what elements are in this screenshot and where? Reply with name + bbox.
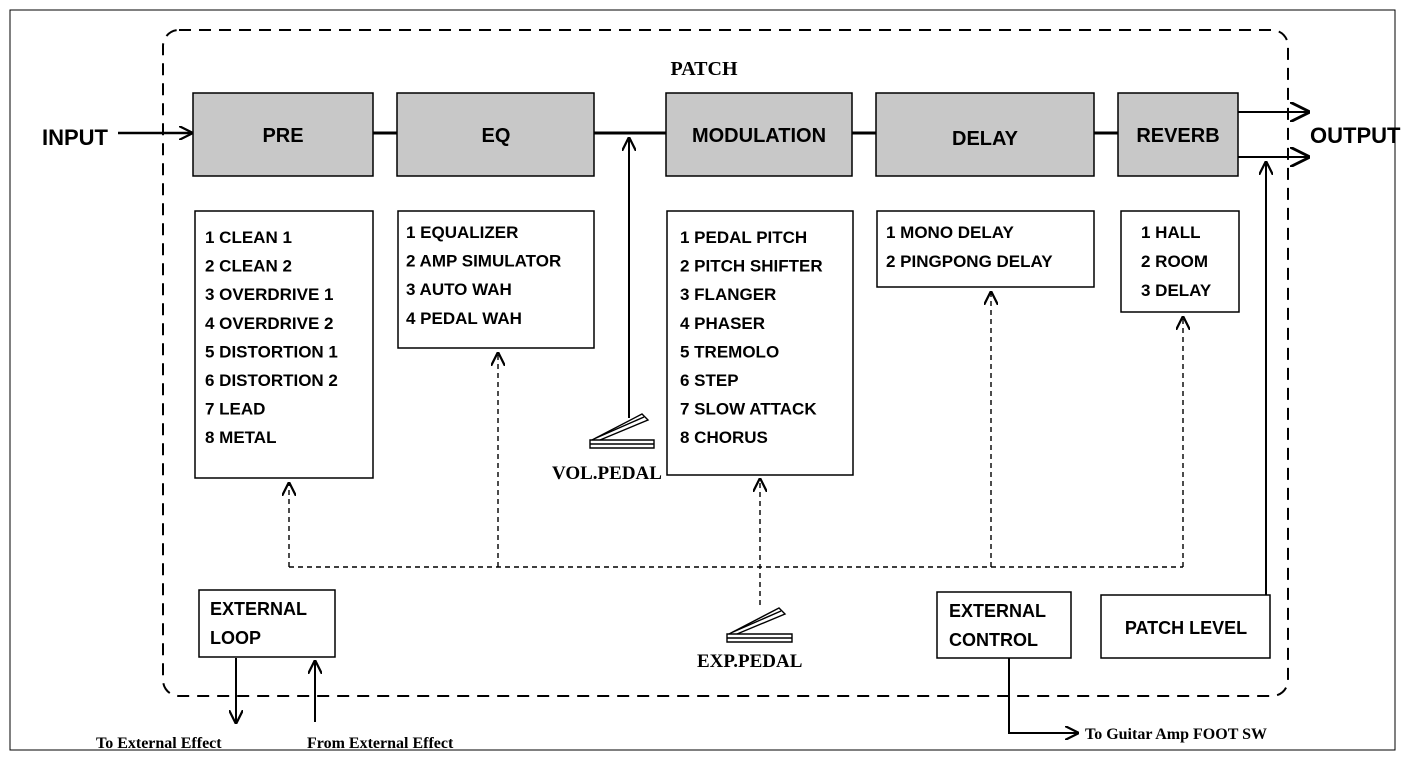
modulation-option-item: 5 TREMOLO — [680, 342, 779, 361]
reverb-label: REVERB — [1136, 125, 1219, 147]
pre-option-item: 4 OVERDRIVE 2 — [205, 314, 334, 333]
pre-option-item: 1 CLEAN 1 — [205, 228, 292, 247]
option-list-boxes — [194, 210, 1240, 479]
pre-option-item: 8 METAL — [205, 428, 276, 447]
modulation-label: MODULATION — [692, 125, 826, 147]
pre-block — [192, 92, 374, 177]
eq-option-item: 2 AMP SIMULATOR — [406, 252, 561, 271]
eq-option-list: 1 EQUALIZER 2 AMP SIMULATOR 3 AUTO WAH 4 PE… — [406, 223, 561, 328]
pre-option-item: 7 LEAD — [205, 400, 265, 419]
external-control-box — [936, 591, 1072, 659]
from-external-effect-label: From External Effect — [307, 735, 454, 752]
patch-title: PATCH — [670, 58, 737, 80]
pre-option-item: 3 OVERDRIVE 1 — [205, 285, 334, 304]
output-label: OUTPUT — [1310, 123, 1401, 148]
pre-option-item: 5 DISTORTION 1 — [205, 342, 338, 361]
pre-option-item: 6 DISTORTION 2 — [205, 371, 338, 390]
modulation-option-item: 3 FLANGER — [680, 285, 776, 304]
vol-pedal-icon — [589, 413, 655, 449]
modulation-option-item: 1 PEDAL PITCH — [680, 228, 807, 247]
eq-option-item: 1 EQUALIZER — [406, 223, 518, 242]
reverb-option-item: 2 ROOM — [1141, 252, 1208, 271]
reverb-option-item: 1 HALL — [1141, 223, 1201, 242]
eq-option-item: 4 PEDAL WAH — [406, 309, 522, 328]
modulation-option-item: 4 PHASER — [680, 314, 765, 333]
delay-option-item: 2 PINGPONG DELAY — [886, 252, 1053, 271]
to-guitar-amp-arrow — [1008, 658, 1079, 733]
pre-option-list: 1 CLEAN 1 2 CLEAN 2 3 OVERDRIVE 1 4 OVERDRI… — [205, 228, 338, 447]
to-external-effect-label: To External Effect — [96, 735, 222, 752]
patch-level-box — [1100, 594, 1271, 659]
exp-pedal-label: EXP.PEDAL — [697, 651, 802, 672]
modulation-option-list: 1 PEDAL PITCH 2 PITCH SHIFTER 3 FLANGER 4 P… — [680, 228, 823, 447]
external-control-line2: CONTROL — [949, 630, 1038, 650]
patch-level-label: PATCH LEVEL — [1125, 618, 1247, 638]
effect-blocks — [192, 92, 1239, 177]
delay-option-list: 1 MONO DELAY 2 PINGPONG DELAY — [886, 223, 1053, 271]
external-loop-box — [198, 589, 336, 658]
to-guitar-amp-label: To Guitar Amp FOOT SW — [1085, 726, 1267, 743]
pre-label: PRE — [262, 125, 303, 147]
eq-block — [396, 92, 595, 177]
vol-pedal-label: VOL.PEDAL — [552, 463, 662, 484]
exp-pedal-control-lines — [289, 291, 1183, 605]
external-loop-line1: EXTERNAL — [210, 599, 307, 619]
external-loop-line2: LOOP — [210, 628, 261, 648]
external-control-line1: EXTERNAL — [949, 601, 1046, 621]
delay-block — [875, 92, 1095, 177]
modulation-option-item: 7 SLOW ATTACK — [680, 400, 817, 419]
input-label: INPUT — [42, 125, 109, 150]
outer-frame — [9, 9, 1396, 751]
modulation-block — [665, 92, 853, 177]
modulation-option-item: 6 STEP — [680, 371, 739, 390]
signal-chain-lines — [118, 112, 1310, 157]
exp-pedal-icon — [726, 607, 793, 643]
eq-label: EQ — [482, 125, 511, 147]
patch-boundary — [162, 29, 1289, 697]
pre-option-item: 2 CLEAN 2 — [205, 257, 292, 276]
reverb-block — [1117, 92, 1239, 177]
delay-option-item: 1 MONO DELAY — [886, 223, 1015, 242]
modulation-option-item: 8 CHORUS — [680, 428, 768, 447]
eq-option-item: 3 AUTO WAH — [406, 280, 512, 299]
reverb-option-list: 1 HALL 2 ROOM 3 DELAY — [1141, 223, 1212, 300]
reverb-option-item: 3 DELAY — [1141, 281, 1212, 300]
delay-label: DELAY — [952, 128, 1019, 150]
modulation-option-item: 2 PITCH SHIFTER — [680, 257, 823, 276]
